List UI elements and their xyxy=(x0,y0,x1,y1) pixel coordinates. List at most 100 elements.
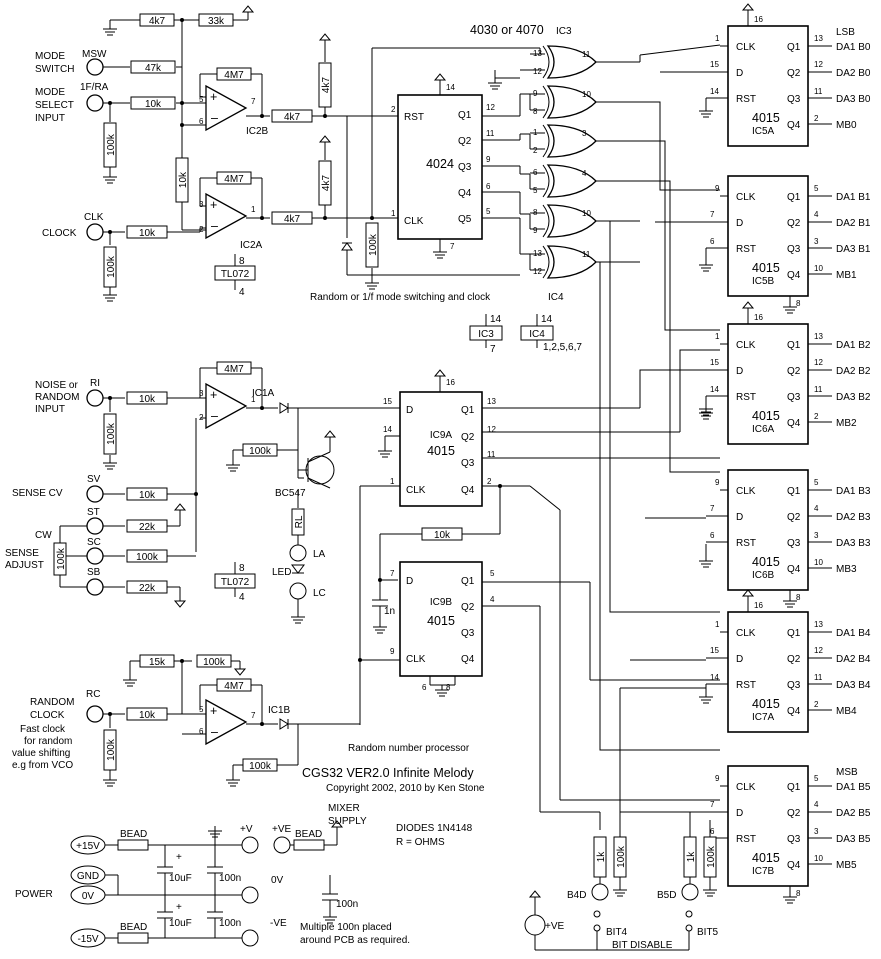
bead-label: BEAD xyxy=(295,829,322,840)
pin-circle xyxy=(593,924,601,932)
sr-part: 4015 xyxy=(752,851,780,865)
pin-number: 4 xyxy=(814,800,819,809)
sr-pin: Q2 xyxy=(787,808,801,819)
xor-gate xyxy=(546,204,597,238)
sr-pin: RST xyxy=(736,94,756,105)
pin-number: 6 xyxy=(710,237,715,246)
resistor-value: 100k xyxy=(249,446,272,457)
pin-number: 11 xyxy=(582,250,591,259)
xor-gate-curve xyxy=(542,245,550,279)
power-pin: 8 xyxy=(239,256,245,267)
pin-number: 4 xyxy=(814,504,819,513)
pin-number: 9 xyxy=(390,647,395,656)
sr-pin: CLK xyxy=(736,486,756,497)
sr-pin: D xyxy=(736,366,743,377)
ic-pin: CLK xyxy=(406,485,426,496)
sr-pin: Q4 xyxy=(787,564,801,575)
output-label: DA1 B1 xyxy=(836,192,871,203)
power-pad-label: -15V xyxy=(77,934,98,945)
sr-name: IC7B xyxy=(752,866,775,877)
junction-dot xyxy=(260,406,264,410)
pin-number: 16 xyxy=(754,601,763,610)
power-pin: 14 xyxy=(490,314,502,325)
sr-pin: CLK xyxy=(736,340,756,351)
xor-gate xyxy=(546,45,597,79)
mixer-label: SUPPLY xyxy=(328,816,367,827)
output-label: DA3 B5 xyxy=(836,834,871,845)
sr-part: 4015 xyxy=(752,261,780,275)
schematic-title: CGS32 VER2.0 Infinite Melody xyxy=(302,766,474,780)
supply-arrow-icon xyxy=(741,3,755,11)
resistor-value: 15k xyxy=(149,657,166,668)
pin-number: 7 xyxy=(710,800,715,809)
pin-number: 10 xyxy=(814,854,823,863)
power-pin: 7 xyxy=(490,344,496,355)
bypass-note: Multiple 100n placed xyxy=(300,922,392,933)
pin-number: 9 xyxy=(715,774,720,783)
ic-pin: D xyxy=(406,576,413,587)
pin-number: 2 xyxy=(814,114,819,123)
sr-pin: Q3 xyxy=(787,94,801,105)
sr-pin: Q2 xyxy=(787,68,801,79)
resistor-value: 100k xyxy=(106,738,117,761)
pin-number: 3 xyxy=(814,531,819,540)
sense-adjust-label: ADJUST xyxy=(5,560,44,571)
supply-arrow-icon xyxy=(318,33,332,41)
minus-sign: – xyxy=(211,725,218,739)
counter-pin: RST xyxy=(404,112,424,123)
sr-pin: D xyxy=(736,654,743,665)
ic-part: 4015 xyxy=(427,614,455,628)
pin-number: 10 xyxy=(814,264,823,273)
pin-number: 15 xyxy=(710,60,719,69)
sr-pin: CLK xyxy=(736,192,756,203)
supply-arrow-icon xyxy=(330,820,344,828)
resistor-value: 100k xyxy=(616,845,627,868)
ic-pin: Q3 xyxy=(461,628,475,639)
capacitor-value: 100n xyxy=(219,873,241,884)
resistor-value: 100k xyxy=(106,422,117,445)
sr-pin: Q1 xyxy=(787,486,801,497)
pin-number: 14 xyxy=(710,385,719,394)
pin-number: 1 xyxy=(715,34,720,43)
diode-symbol xyxy=(279,718,289,730)
pin-number: 6 xyxy=(486,182,491,191)
copyright-note: Copyright 2002, 2010 by Ken Stone xyxy=(326,783,485,794)
resistor-value: 47k xyxy=(145,63,162,74)
bit-pad-label: BIT4 xyxy=(606,927,628,938)
ic-pin: CLK xyxy=(406,654,426,665)
resistor-value: 100k xyxy=(106,255,117,278)
pad-plus-ve xyxy=(524,914,546,936)
resistor-value: 100k xyxy=(249,761,272,772)
random-clock-label: RANDOM xyxy=(30,697,74,708)
opamp-symbol xyxy=(205,698,248,746)
ic-part: 4015 xyxy=(427,444,455,458)
sr-pin: Q2 xyxy=(787,654,801,665)
pin-number: 14 xyxy=(446,83,455,92)
pin-number: 1 xyxy=(391,209,396,218)
sr-pin: CLK xyxy=(736,782,756,793)
counter-pin: Q3 xyxy=(458,162,472,173)
resistor-value: 33k xyxy=(208,16,225,27)
xor-gate xyxy=(546,124,597,158)
pin-number: 16 xyxy=(754,313,763,322)
plus-sign: + xyxy=(210,90,217,104)
pin-number: 2 xyxy=(199,225,204,234)
counter-name: 4024 xyxy=(426,157,454,171)
pin-circle xyxy=(685,910,693,918)
led-pad-label: LA xyxy=(313,549,326,560)
resistor-value: 10k xyxy=(139,228,156,239)
random-clock-label: CLOCK xyxy=(30,710,65,721)
jack-label: RI xyxy=(90,378,100,389)
resistor-value: 22k xyxy=(139,522,156,533)
resistor xyxy=(365,222,379,268)
counter-pin: Q1 xyxy=(458,110,472,121)
pin-number: 9 xyxy=(715,184,720,193)
sr-pin: Q3 xyxy=(787,680,801,691)
supply-arrow-icon xyxy=(528,890,542,898)
output-label: DA3 B3 xyxy=(836,538,871,549)
pad-label: 0V xyxy=(271,875,284,886)
supply-arrow-icon xyxy=(318,135,332,143)
xor-gate xyxy=(546,164,597,198)
sr-name: IC5B xyxy=(752,276,775,287)
pad-la xyxy=(289,544,307,562)
